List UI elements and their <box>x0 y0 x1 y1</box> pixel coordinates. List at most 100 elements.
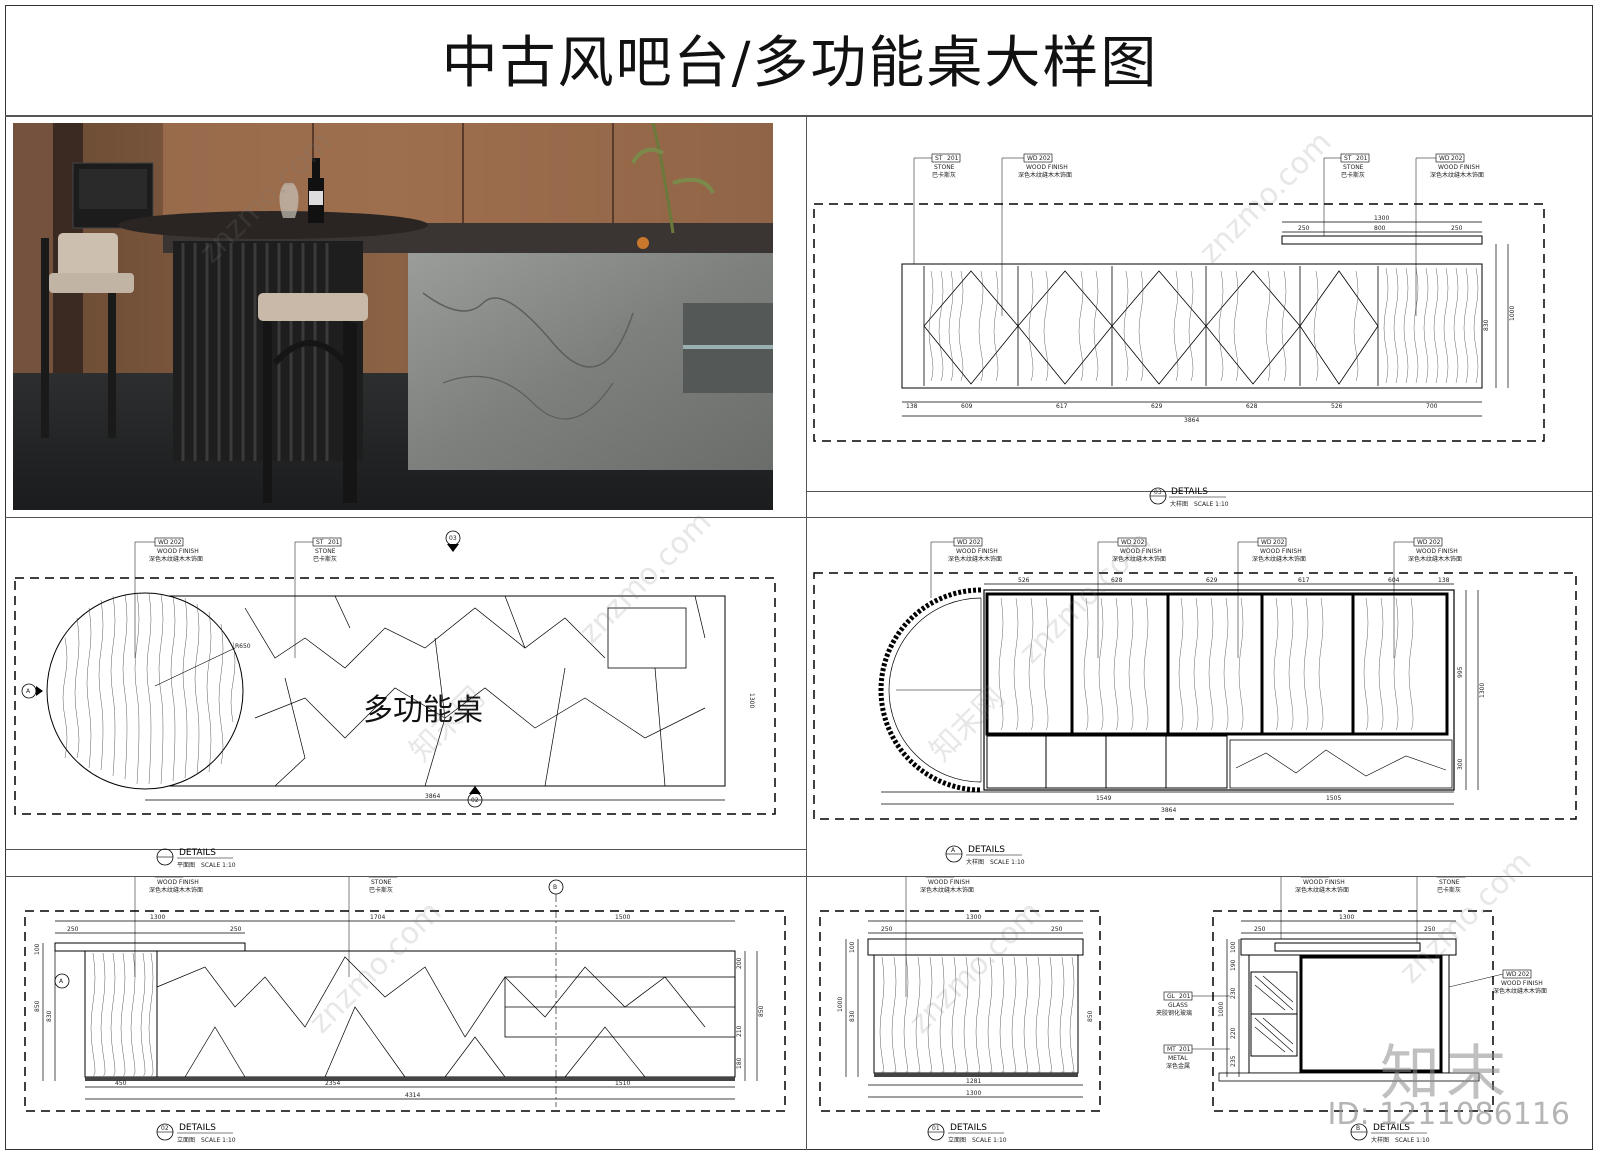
svg-text:202: 202 <box>1451 155 1463 162</box>
svg-text:A: A <box>26 688 31 695</box>
e02-side-right-0: 200 <box>736 957 743 969</box>
dim-side-1: 1000 <box>1509 306 1516 321</box>
svg-text:WD: WD <box>957 539 968 546</box>
midleft-title-divider <box>5 849 806 850</box>
dim-bottom-3: 629 <box>1151 403 1163 410</box>
svg-text:WD: WD <box>1261 539 1272 546</box>
page-title: 中古风吧台/多功能桌大样图 <box>441 31 1159 96</box>
svg-text:深色木纹缝木木饰面: 深色木纹缝木木饰面 <box>1430 171 1484 179</box>
drawing-frame <box>5 5 1593 1150</box>
dim-top-2: 250 <box>1451 225 1463 232</box>
e02-dim-top-2: 250 <box>230 926 242 933</box>
svg-text:B: B <box>1356 1125 1360 1132</box>
e01-dim-bottom-1: 1300 <box>966 1090 981 1097</box>
e02-dim-top-1: 1300 <box>150 914 165 921</box>
b-dim-top-1: 1300 <box>1339 914 1354 921</box>
tag-wood-1: WD 202 WOOD FINISH 深色木纹缝木木饰面 <box>1001 153 1072 316</box>
a-dim-top-5: 138 <box>1438 577 1450 584</box>
dim-top-total: 1300 <box>1374 215 1389 222</box>
e01-side-3: 850 <box>1087 1010 1094 1022</box>
svg-text:深色木纹缝木木饰面: 深色木纹缝木木饰面 <box>149 886 203 894</box>
svg-text:WD: WD <box>1439 155 1450 162</box>
svg-text:巴卡斯灰: 巴卡斯灰 <box>313 555 337 563</box>
e01-dim-top-1: 1300 <box>966 914 981 921</box>
svg-text:DETAILS: DETAILS <box>950 1123 987 1133</box>
svg-text:深色木纹缝木木饰面: 深色木纹缝木木饰面 <box>1408 555 1462 563</box>
tag-wood-e02-labels: WOOD FINISH 深色木纹缝木木饰面 <box>134 877 203 977</box>
svg-text:深色木纹缝木木饰面: 深色木纹缝木木饰面 <box>1295 886 1349 894</box>
b-dim-top-0: 250 <box>1254 926 1266 933</box>
e01-dim-top-0: 250 <box>881 926 893 933</box>
svg-text:SCALE 1:10: SCALE 1:10 <box>1395 1137 1430 1144</box>
tag-metal-code: MT <box>1167 1046 1176 1053</box>
svg-text:SCALE 1:10: SCALE 1:10 <box>201 862 236 869</box>
svg-text:ST: ST <box>316 539 324 546</box>
svg-text:202: 202 <box>1518 971 1530 978</box>
tag-stone-2: ST 201 STONE 巴卡斯灰 <box>1323 153 1370 236</box>
svg-text:平面图: 平面图 <box>177 862 195 869</box>
svg-text:立面图: 立面图 <box>177 1136 195 1144</box>
title-divider <box>5 115 1593 117</box>
a-dim-top-1: 628 <box>1111 577 1123 584</box>
svg-text:02: 02 <box>471 797 479 804</box>
brand-logo: 知末 <box>1380 1039 1512 1109</box>
e01-side-1: 1000 <box>837 997 844 1012</box>
svg-text:深色木纹缝木木饰面: 深色木纹缝木木饰面 <box>1112 555 1166 563</box>
a-side-0: 995 <box>1457 666 1464 678</box>
section-marker-a: A <box>21 683 43 699</box>
svg-text:03: 03 <box>1154 489 1162 496</box>
plan-total: 3864 <box>425 793 440 800</box>
a-dim-top-3: 617 <box>1298 577 1310 584</box>
svg-text:STONE: STONE <box>934 164 955 171</box>
svg-text:WOOD FINISH: WOOD FINISH <box>1416 548 1458 555</box>
svg-text:202: 202 <box>1429 539 1441 546</box>
svg-text:WOOD FINISH: WOOD FINISH <box>956 548 998 555</box>
svg-text:WD: WD <box>1027 155 1038 162</box>
svg-text:A: A <box>951 847 956 854</box>
svg-text:STONE: STONE <box>1343 164 1364 171</box>
e01-dim-bottom-0: 1281 <box>966 1078 981 1085</box>
section-marker-b-02: B <box>548 879 564 1107</box>
b-side-2: 230 <box>1230 987 1237 999</box>
svg-text:深色木纹缝木木饰面: 深色木纹缝木木饰面 <box>1493 987 1547 995</box>
e01-dim-top-2: 250 <box>1051 926 1063 933</box>
dim-top-0: 250 <box>1298 225 1310 232</box>
e02-dim-top-3: 1704 <box>370 914 385 921</box>
svg-text:WOOD FINISH: WOOD FINISH <box>1438 164 1480 171</box>
svg-text:STONE: STONE <box>371 879 392 886</box>
svg-text:深色木纹缝木木饰面: 深色木纹缝木木饰面 <box>920 886 974 894</box>
section-marker-02: 02 <box>467 786 483 808</box>
svg-text:WOOD FINISH: WOOD FINISH <box>157 879 199 886</box>
drawing-id: ID: 1211086116 <box>1327 1097 1570 1132</box>
svg-text:STONE: STONE <box>1439 879 1460 886</box>
a-dim-total: 3864 <box>1161 807 1176 814</box>
tag-glass-num: 201 <box>1179 993 1191 1000</box>
tag-glass-metal: GL 201 GLASS 夹胶钢化玻璃 MT 201 METAL 深色金属 <box>1140 990 1230 1080</box>
svg-text:DETAILS: DETAILS <box>1171 487 1208 497</box>
a-side-1: 1300 <box>1479 683 1486 698</box>
row2-divider <box>5 876 1593 877</box>
e02-side-right-2: 210 <box>736 1025 743 1037</box>
detail-title-b: B DETAILS 大样图 SCALE 1:10 <box>1350 1123 1430 1144</box>
svg-text:大样图: 大样图 <box>1371 1136 1389 1144</box>
a-dim-bottom-0: 1549 <box>1096 795 1111 802</box>
tag-metal-num: 201 <box>1179 1046 1191 1053</box>
tag-metal-cn: 深色金属 <box>1166 1062 1190 1070</box>
radius-label: R650 <box>235 643 251 650</box>
dim-bottom-2: 617 <box>1056 403 1068 410</box>
detail-title-03: 03 DETAILS 大样图 SCALE 1:10 <box>1149 487 1229 508</box>
panel-a-detail: 526 628 629 617 604 138 1549 1505 3864 9… <box>806 518 1593 876</box>
svg-text:02: 02 <box>161 1125 169 1132</box>
svg-text:WD: WD <box>1121 539 1132 546</box>
svg-text:深色木纹缝木木饰面: 深色木纹缝木木饰面 <box>948 555 1002 563</box>
detail-title-a: A DETAILS 大样图 SCALE 1:10 <box>945 845 1025 866</box>
svg-text:DETAILS: DETAILS <box>179 1123 216 1133</box>
svg-text:ST: ST <box>1344 155 1352 162</box>
svg-text:201: 201 <box>1356 155 1368 162</box>
dim-bottom-6: 700 <box>1426 403 1438 410</box>
